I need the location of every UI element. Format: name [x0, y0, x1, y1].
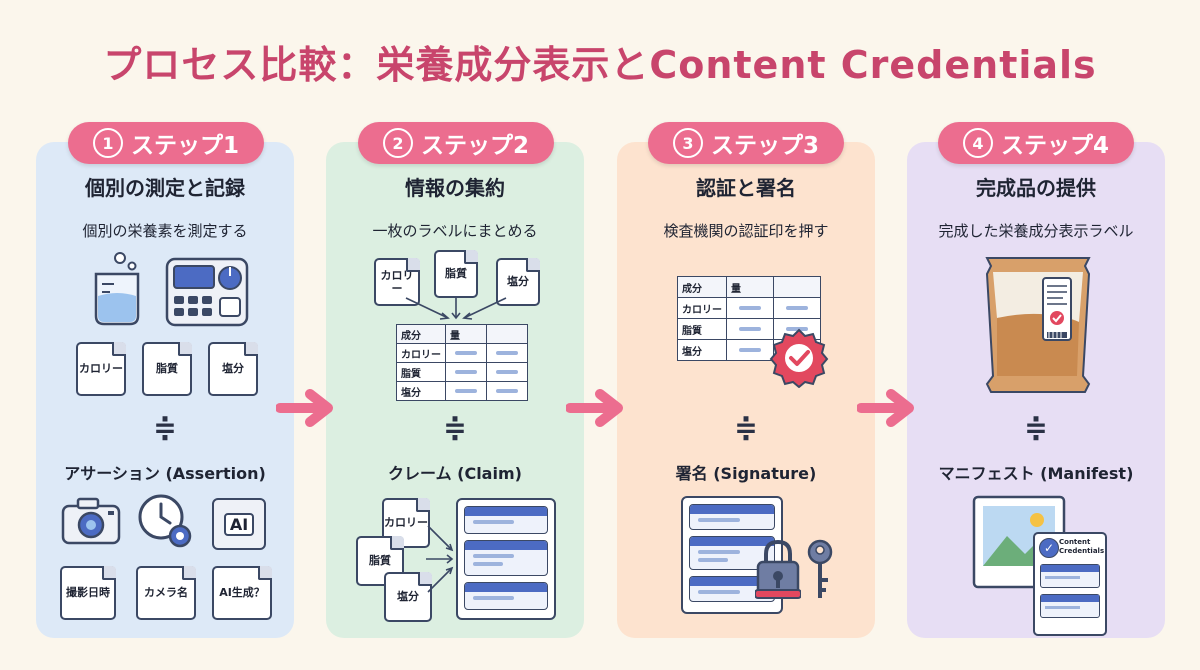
certification-seal-icon	[769, 328, 829, 388]
step1-badge: 1 ステップ1	[68, 122, 264, 164]
table-row-label: 塩分	[396, 381, 446, 401]
claim-card-calorie: カロリー	[382, 498, 430, 548]
step2-number: 2	[382, 128, 413, 158]
nutrient-card-fat: 脂質	[142, 342, 192, 396]
nutrient-card-salt: 塩分	[208, 342, 258, 396]
arrow-right-icon	[276, 389, 333, 427]
step4-description: 完成した栄養成分表示ラベル	[938, 222, 1134, 240]
table-header-item: 成分	[677, 276, 727, 298]
step1-badge-label: ステップ1	[130, 133, 239, 159]
step2-badge-label: ステップ2	[420, 133, 529, 159]
table-row-label: カロリー	[396, 343, 446, 363]
step4-content: 完成品の提供 完成した栄養成分表示ラベル ≑ マニフェスト (Manifest)…	[907, 142, 1165, 638]
step1-number: 1	[92, 128, 123, 158]
claim-document	[456, 498, 556, 620]
camera-icon	[61, 497, 121, 545]
step1-content: 個別の測定と記録 個別の栄養素を測定する カロリー 脂質 塩分 ≑ アサーション…	[36, 142, 294, 638]
beaker-icon	[94, 252, 140, 326]
table-row-label: 塩分	[677, 339, 727, 361]
step2-badge: 2 ステップ2	[358, 122, 554, 164]
nutrition-label-table: 成分量 カロリー 脂質 塩分	[396, 324, 528, 401]
step4-number: 4	[962, 128, 993, 158]
step3-number: 3	[672, 128, 703, 158]
claim-card-salt: 塩分	[384, 572, 432, 622]
step2-title: 情報の集約	[405, 176, 505, 200]
step3-content: 認証と署名 検査機関の認証印を押す 成分量 カロリー 脂質 塩分 ≑ 署名 (S…	[617, 142, 875, 638]
lock-icon	[755, 539, 801, 599]
step2-concept: クレーム (Claim)	[388, 464, 522, 483]
step2-description: 一枚のラベルにまとめる	[372, 222, 538, 240]
nutrient-card-fat: 脂質	[434, 250, 478, 298]
merge-arrows-icon	[426, 525, 454, 593]
metadata-card-ai: AI生成？	[212, 566, 272, 620]
table-row-label: 脂質	[677, 318, 727, 340]
step4-title: 完成品の提供	[976, 176, 1096, 200]
scale-machine-icon	[165, 257, 249, 327]
step4-concept: マニフェスト (Manifest)	[938, 464, 1134, 483]
step4-badge-label: ステップ4	[1000, 133, 1109, 159]
step3-description: 検査機関の認証印を押す	[663, 222, 829, 240]
ai-chip-icon: AI	[212, 498, 266, 550]
arrow-right-icon	[566, 389, 623, 427]
step3-badge: 3 ステップ3	[648, 122, 844, 164]
nutrient-card-salt: 塩分	[496, 258, 540, 306]
step1-title: 個別の測定と記録	[85, 176, 245, 200]
table-header-amount: 量	[445, 324, 487, 344]
key-icon	[807, 539, 833, 598]
step4-badge: 4 ステップ4	[938, 122, 1134, 164]
nutrient-card-calorie: カロリー	[76, 342, 126, 396]
table-row-label: カロリー	[677, 297, 727, 319]
step1-concept: アサーション (Assertion)	[64, 464, 266, 483]
ai-chip-label: AI	[223, 512, 255, 536]
content-credentials-label: Content Credentials	[1059, 538, 1105, 555]
step3-title: 認証と署名	[696, 176, 796, 200]
table-header-amount: 量	[726, 276, 774, 298]
step3-concept: 署名 (Signature)	[675, 464, 817, 483]
equivalence-symbol: ≑	[734, 411, 758, 444]
merge-arrows-icon	[405, 296, 507, 320]
arrow-right-icon	[857, 389, 914, 427]
step1-description: 個別の栄養素を測定する	[82, 222, 248, 240]
nutrient-card-calorie: カロリー	[374, 258, 420, 306]
equivalence-symbol: ≑	[153, 411, 177, 444]
table-header-item: 成分	[396, 324, 446, 344]
page-title: プロセス比較：栄養成分表示とContent Credentials	[103, 43, 1097, 87]
step3-badge-label: ステップ3	[710, 133, 819, 159]
food-package-icon	[985, 257, 1091, 393]
equivalence-symbol: ≑	[443, 411, 467, 444]
equivalence-symbol: ≑	[1024, 411, 1048, 444]
clock-gear-icon	[138, 494, 192, 548]
metadata-card-camera: カメラ名	[136, 566, 196, 620]
metadata-card-datetime: 撮影日時	[60, 566, 116, 620]
check-icon: ✓	[1039, 538, 1059, 558]
step2-content: 情報の集約 一枚のラベルにまとめる カロリー 脂質 塩分 成分量 カロリー 脂質…	[326, 142, 584, 638]
content-credentials-card: ✓ Content Credentials	[1033, 532, 1107, 636]
table-row-label: 脂質	[396, 362, 446, 382]
